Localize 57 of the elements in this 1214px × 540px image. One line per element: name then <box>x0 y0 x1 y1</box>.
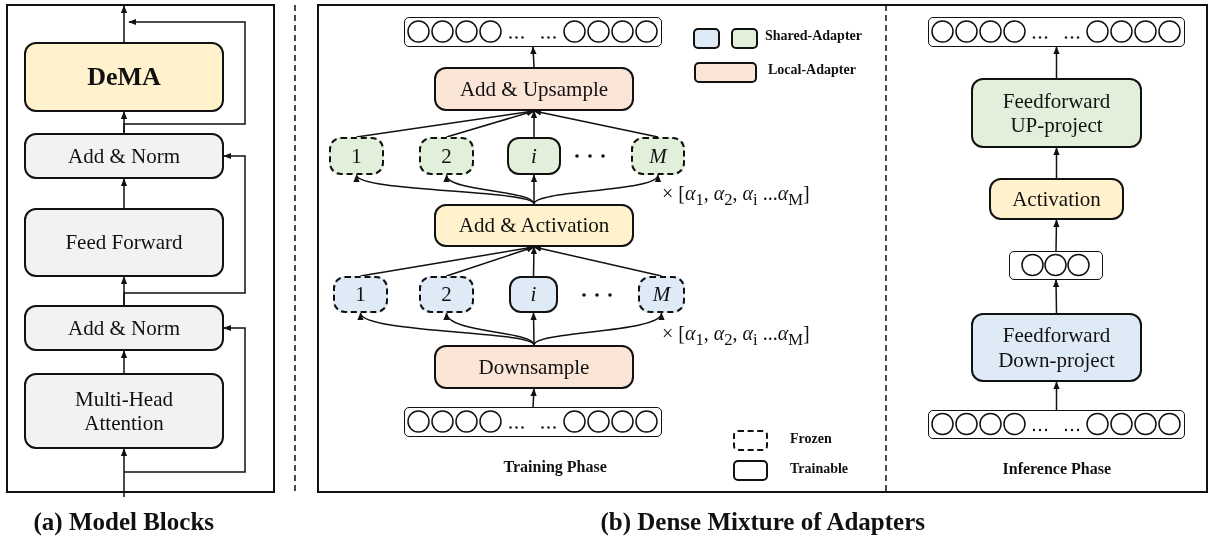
module-box: DeMA <box>24 42 224 112</box>
process-box: Add & Norm <box>24 133 224 179</box>
adapter-box: 1 <box>333 276 388 313</box>
arrow <box>123 152 246 306</box>
adapter-box: i <box>507 137 561 175</box>
arrow <box>1053 147 1060 179</box>
panel-title: Inference Phase <box>1002 460 1112 478</box>
adapter-box: i <box>509 276 558 313</box>
arrow <box>445 246 535 277</box>
process-box: Feed Forward <box>24 208 224 277</box>
arrow <box>445 312 535 346</box>
arrow <box>533 174 659 205</box>
adapter-box: 1 <box>329 137 384 175</box>
panel-title: Training Phase <box>503 458 607 476</box>
arrow <box>355 174 535 205</box>
arrow <box>533 312 663 346</box>
arrow <box>120 350 128 374</box>
arrow <box>1053 381 1060 411</box>
adapter-box: M <box>638 276 685 313</box>
arrow <box>120 5 128 43</box>
arrow <box>123 18 246 134</box>
arrow <box>530 174 538 205</box>
figure-caption: (a) Model Blocks <box>33 508 215 536</box>
process-box: Activation <box>989 178 1124 220</box>
process-box: Feedforward UP-project <box>971 78 1142 148</box>
process-box: Add & Norm <box>24 305 224 351</box>
legend-label: Shared-Adapter <box>765 28 862 44</box>
process-box: Downsample <box>434 345 634 389</box>
figure-caption: (b) Dense Mixture of Adapters <box>600 508 925 536</box>
arrow <box>120 448 128 498</box>
process-box: Add & Upsample <box>434 67 634 111</box>
arrow <box>120 178 128 209</box>
weight-annotation: × [α$_{1}$, α$_{2}$, α$_{i}$ ...α$_{M}$] <box>662 182 810 210</box>
weight-annotation: × [α$_{1}$, α$_{2}$, α$_{i}$ ...α$_{M}$] <box>662 322 810 350</box>
arrow <box>1053 219 1060 252</box>
process-box: Feedforward Down-project <box>971 313 1142 382</box>
adapter-box: 2 <box>419 137 474 175</box>
arrow <box>533 245 663 277</box>
process-box: Multi-Head Attention <box>24 373 224 449</box>
arrow <box>359 312 535 346</box>
process-box: Add & Activation <box>434 204 634 247</box>
arrow <box>1052 279 1060 314</box>
arrow <box>530 110 538 138</box>
adapter-box: M <box>631 137 685 175</box>
arrow <box>530 312 537 346</box>
arrow <box>533 109 659 138</box>
arrow <box>123 324 246 473</box>
arrow <box>530 388 537 408</box>
legend-label: Local-Adapter <box>768 62 856 78</box>
legend-label: Frozen <box>790 431 832 447</box>
arrow <box>445 174 535 205</box>
arrow <box>445 110 535 138</box>
legend-label: Trainable <box>790 461 849 477</box>
adapter-box: 2 <box>419 276 474 313</box>
arrow <box>530 246 538 277</box>
arrow <box>1053 46 1060 79</box>
arrow <box>530 46 537 68</box>
